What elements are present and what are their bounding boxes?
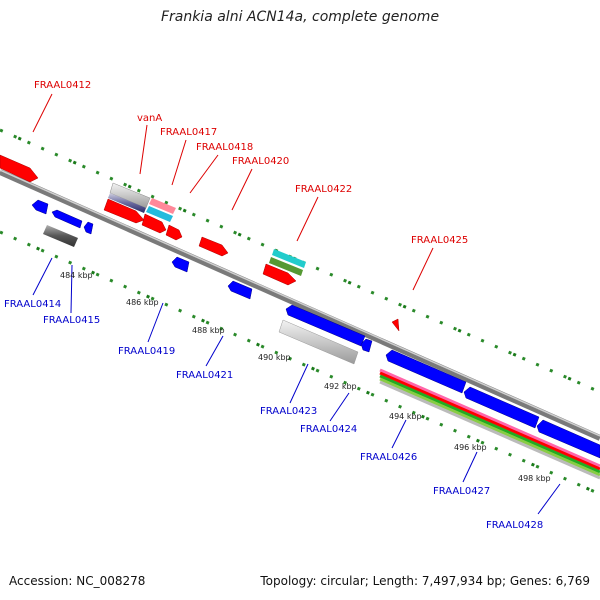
gene-FRAAL0428[interactable] <box>536 419 600 459</box>
label-FRAAL0420[interactable]: FRAAL0420 <box>232 156 289 167</box>
label-FRAAL0421[interactable]: FRAAL0421 <box>176 370 233 381</box>
gene-FRAAL0418[interactable] <box>165 224 183 241</box>
label-FRAAL0422[interactable]: FRAAL0422 <box>295 184 352 195</box>
scale-label-484: 484 kbp <box>60 271 93 280</box>
label-FRAAL0419[interactable]: FRAAL0419 <box>118 346 175 357</box>
gene-FRAAL0426[interactable] <box>385 349 467 394</box>
scale-label-492: 492 kbp <box>324 382 357 391</box>
label-FRAAL0417[interactable]: FRAAL0417 <box>160 127 217 138</box>
gene-vanA[interactable] <box>103 198 145 224</box>
reverse-genes <box>31 199 600 459</box>
label-FRAAL0426[interactable]: FRAAL0426 <box>360 452 417 463</box>
gene-FRAAL0417[interactable] <box>141 213 167 234</box>
top-leader-lines <box>32 93 434 291</box>
gene-FRAAL0422[interactable] <box>262 263 297 286</box>
gene-FRAAL0421[interactable] <box>227 280 253 300</box>
label-FRAAL0418[interactable]: FRAAL0418 <box>196 142 253 153</box>
label-FRAAL0424[interactable]: FRAAL0424 <box>300 424 357 435</box>
reverse-other-features <box>43 225 359 365</box>
scale-label-486: 486 kbp <box>126 298 159 307</box>
accession-text: Accession: NC_008278 <box>9 574 146 588</box>
gene-FRAAL0415[interactable] <box>51 209 83 229</box>
gene-FRAAL0419[interactable] <box>171 256 190 273</box>
forward-genes <box>0 154 400 332</box>
genome-backbone <box>0 169 600 441</box>
gene-FRAAL0414[interactable] <box>31 199 49 215</box>
gene-FRAAL0427[interactable] <box>463 386 540 429</box>
scale-label-498: 498 kbp <box>518 474 551 483</box>
scale-label-488: 488 kbp <box>192 326 225 335</box>
genome-backbone-highlight <box>0 169 600 437</box>
gene-FRAAL0420[interactable] <box>198 236 229 257</box>
topology-text: Topology: circular; Length: 7,497,934 bp… <box>260 574 590 588</box>
map-title: Frankia alni ACN14a, complete genome <box>160 9 440 25</box>
label-FRAAL0428[interactable]: FRAAL0428 <box>486 520 543 531</box>
label-FRAAL0425[interactable]: FRAAL0425 <box>411 235 468 246</box>
label-FRAAL0427[interactable]: FRAAL0427 <box>433 486 490 497</box>
label-FRAAL0423[interactable]: FRAAL0423 <box>260 406 317 417</box>
label-FRAAL0412[interactable]: FRAAL0412 <box>34 80 91 91</box>
scale-label-496: 496 kbp <box>454 443 487 452</box>
scale-label-494: 494 kbp <box>389 412 422 421</box>
gene-FRAAL0423[interactable] <box>285 304 366 347</box>
feature-tracks <box>379 368 600 480</box>
label-FRAAL0414[interactable]: FRAAL0414 <box>4 299 61 310</box>
gene-FRAAL0425[interactable] <box>391 318 400 332</box>
label-FRAAL0415[interactable]: FRAAL0415 <box>43 315 100 326</box>
gene-FRAAL0424[interactable] <box>360 338 373 353</box>
gene-FRAAL0412[interactable] <box>0 154 39 183</box>
scale-label-490: 490 kbp <box>258 353 291 362</box>
bottom-leader-lines <box>32 257 561 515</box>
other-features <box>108 182 306 276</box>
gene-FRAAL0416-rev[interactable] <box>83 221 94 235</box>
label-vanA[interactable]: vanA <box>137 113 162 124</box>
